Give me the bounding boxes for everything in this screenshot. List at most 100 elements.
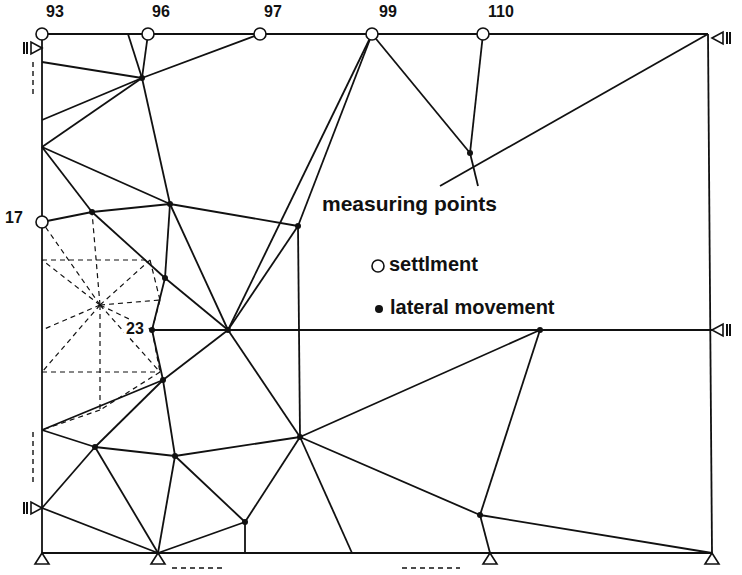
settlement-point — [36, 28, 48, 40]
mesh-element-edge — [175, 437, 300, 456]
mesh-element-edge — [170, 204, 228, 330]
excavated-element-edge — [42, 222, 100, 305]
support-symbol — [712, 324, 723, 336]
point-number: 96 — [150, 3, 172, 21]
mesh-element-edge — [42, 508, 158, 553]
excavated-element-edge — [42, 371, 160, 372]
mesh-element-edge — [228, 226, 298, 330]
roller-mark — [726, 324, 728, 336]
lateral-point — [167, 201, 173, 207]
mesh-element-edge — [165, 204, 170, 278]
legend-title: measuring points — [320, 192, 499, 216]
point-number: 99 — [377, 3, 399, 21]
mesh-element-edge — [158, 522, 245, 553]
mesh-element-edge — [142, 34, 260, 78]
stage-mark — [32, 62, 33, 96]
legend-settlement-symbol — [372, 260, 384, 272]
support-symbol — [35, 553, 49, 564]
roller-mark — [26, 42, 28, 54]
excavated-element-edge — [42, 305, 100, 330]
support-symbol — [151, 553, 165, 564]
support-symbol — [705, 553, 719, 564]
mesh-element-edge — [175, 456, 245, 522]
mesh-element-edge — [300, 330, 540, 437]
legend-lateral-symbol — [375, 305, 383, 313]
point-number: 110 — [486, 3, 516, 21]
lateral-point — [295, 223, 301, 229]
settlement-point — [366, 28, 378, 40]
mesh-element-edge — [300, 437, 480, 515]
point-number: 17 — [3, 209, 25, 227]
settlement-point — [477, 28, 489, 40]
mesh-element-edge — [95, 380, 163, 447]
support-symbol — [483, 553, 497, 564]
support-symbol — [712, 32, 723, 44]
mesh-element-edge — [245, 437, 300, 522]
legend-text: settlment — [387, 253, 480, 276]
settlement-point — [36, 216, 48, 228]
mesh-element-edge — [128, 34, 142, 78]
mesh-element-edge — [244, 522, 246, 553]
excavated-element-edge — [92, 212, 100, 305]
excavated-element-edge — [152, 330, 160, 372]
lateral-point — [477, 512, 483, 518]
lateral-point — [92, 444, 98, 450]
mesh-element-edge — [158, 456, 175, 553]
excavated-element-edge — [42, 305, 100, 372]
point-number: 93 — [44, 3, 66, 21]
mesh-element-edge — [42, 212, 92, 222]
leader-line — [440, 34, 708, 186]
roller-mark — [23, 502, 25, 514]
stage-mark — [402, 567, 460, 568]
mesh-element-edge — [298, 226, 300, 437]
mesh-element-edge — [470, 34, 483, 153]
excavated-element-edge — [100, 260, 150, 305]
mesh-element-edge — [708, 34, 712, 553]
mesh-element-edge — [92, 204, 170, 212]
excavated-element-edge — [150, 260, 160, 300]
lateral-point — [139, 75, 145, 81]
roller-mark — [26, 502, 28, 514]
roller-mark — [729, 324, 731, 336]
mesh-element-edge — [480, 515, 490, 553]
mesh-element-edge — [300, 437, 352, 553]
mesh-element-edge — [163, 380, 175, 456]
excavated-element-edge — [42, 410, 100, 430]
stage-mark — [32, 432, 33, 482]
mesh-element-edge — [42, 447, 95, 508]
mesh-element-edge — [152, 329, 228, 331]
mesh-element-edge — [142, 78, 170, 204]
mesh-element-edge — [480, 330, 540, 515]
lateral-point — [242, 519, 248, 525]
settlement-point — [142, 28, 154, 40]
stage-mark — [172, 567, 226, 568]
point-number: 23 — [124, 320, 146, 338]
mesh-element-edge — [42, 430, 95, 447]
mesh-element-edge — [42, 552, 712, 554]
mesh-element-edge — [165, 278, 228, 330]
lateral-point — [162, 275, 168, 281]
mesh-element-edge — [170, 204, 298, 226]
point-number: 97 — [262, 3, 284, 21]
mesh-element-edge — [228, 329, 540, 331]
mesh-element-edge — [92, 212, 165, 278]
legend-text: lateral movement — [388, 296, 557, 319]
excavated-element-edge — [152, 300, 160, 330]
mesh-element-edge — [42, 380, 163, 430]
excavated-element-edge — [42, 259, 150, 260]
mesh-element-edge — [42, 78, 142, 147]
mesh-element-edge — [42, 62, 142, 78]
roller-mark — [726, 32, 728, 44]
mesh-element-edge — [480, 515, 712, 553]
excavated-element-edge — [100, 300, 160, 305]
lateral-point — [89, 209, 95, 215]
lateral-point — [160, 377, 166, 383]
excavated-element-edge — [42, 260, 100, 305]
lateral-point — [225, 327, 231, 333]
mesh-element-edge — [372, 34, 470, 153]
excavated-element-edge — [100, 372, 160, 410]
mesh-element-edge — [42, 147, 92, 212]
mesh-element-edge — [152, 278, 165, 330]
settlement-point — [254, 28, 266, 40]
mesh-element-edge — [540, 329, 712, 331]
